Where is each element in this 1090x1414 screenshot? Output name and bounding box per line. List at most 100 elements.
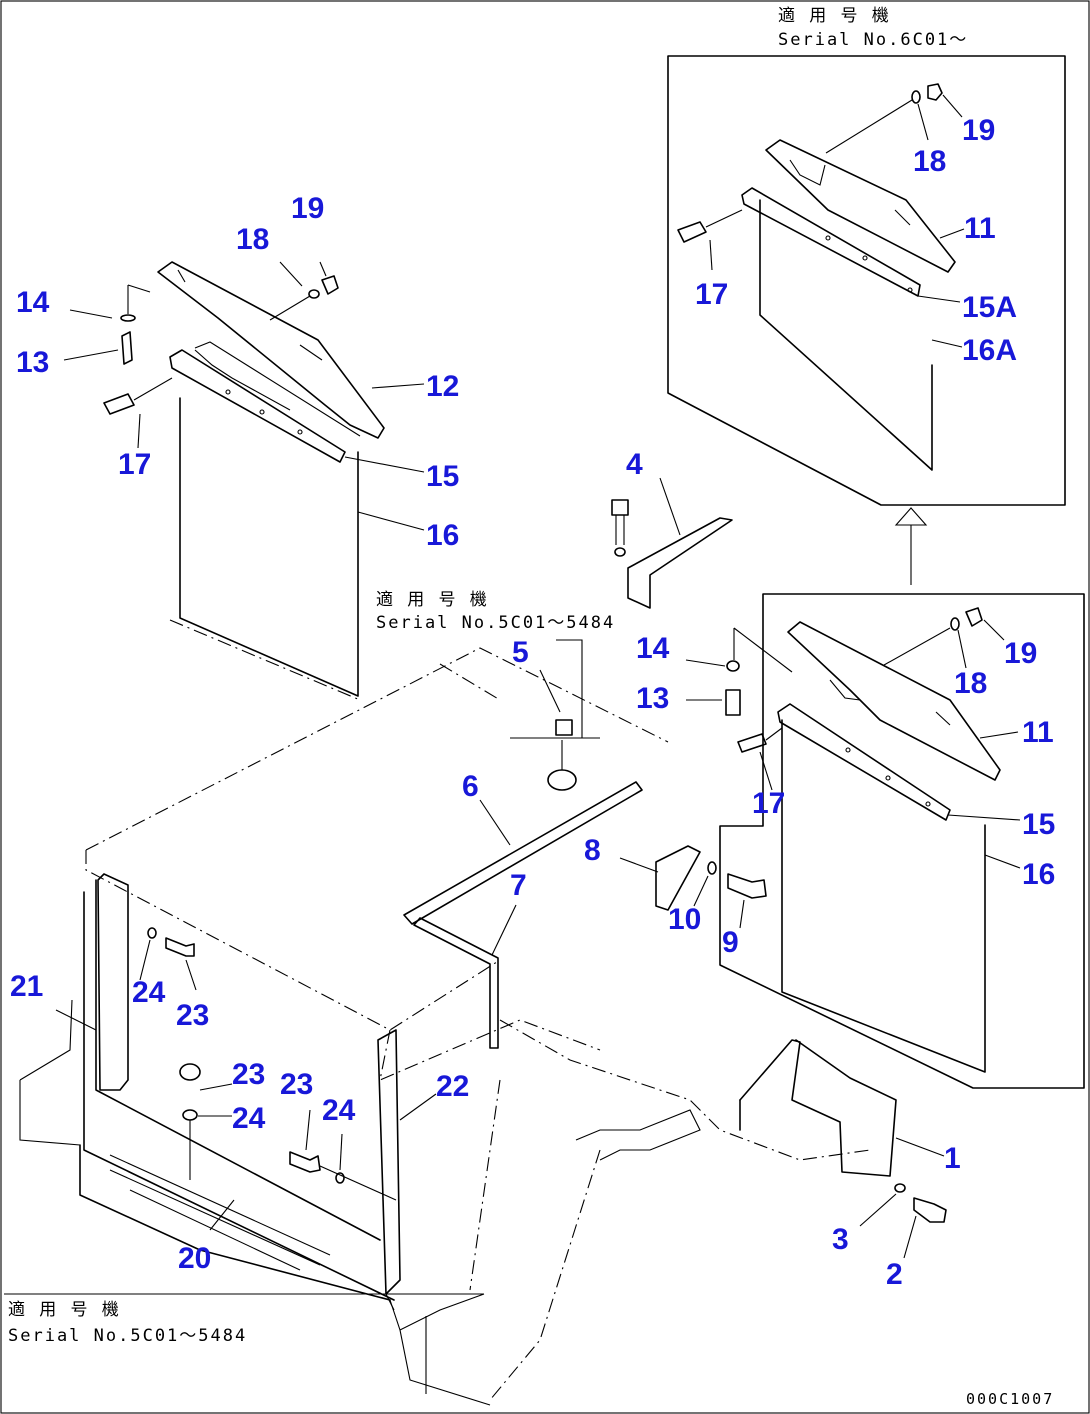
hood-outline-top [85, 647, 669, 851]
inset-border [667, 55, 1066, 506]
bushing-5 [555, 719, 573, 736]
inset-serial-6c01: 適 用 号 機 Serial No.6C01～ 19 18 11 17 15A … [667, 6, 1066, 506]
callout-23: 23 [232, 1058, 265, 1091]
washer-18 [308, 289, 320, 299]
callout-22: 22 [436, 1070, 469, 1103]
seal-7 [413, 917, 499, 1049]
callout-23: 23 [176, 999, 209, 1032]
bolt-17 [677, 221, 707, 243]
callout-18: 18 [236, 223, 269, 256]
clip-8 [655, 845, 701, 911]
callout-15a: 15A [962, 291, 1017, 324]
callout-11: 11 [1022, 716, 1054, 749]
side-seal-21 [97, 873, 129, 1091]
serial-note-bottom-left: 適 用 号 機 Serial No.5C01～5484 [4, 1293, 484, 1346]
bracket-12 [157, 261, 385, 439]
flap-16 [179, 397, 359, 697]
washer-18 [911, 90, 921, 104]
bolt-17 [737, 733, 767, 753]
callout-18: 18 [913, 145, 946, 178]
flap-16a [759, 199, 933, 471]
washer-24 [182, 1109, 198, 1121]
bolt-23 [289, 1151, 321, 1173]
center-parts: 適 用 号 機 Serial No.5C01～5484 4 14 13 5 6 … [376, 448, 793, 1049]
washer-3 [894, 1183, 906, 1193]
callout-20: 20 [178, 1242, 211, 1275]
bottom-plate-20 [79, 1144, 391, 1301]
callout-24: 24 [322, 1094, 356, 1127]
callout-13: 13 [636, 682, 669, 715]
flap-16 [781, 719, 986, 1073]
callout-10: 10 [668, 903, 701, 936]
bolt-13 [725, 689, 741, 716]
callout-14: 14 [636, 632, 670, 665]
upper-left-flap-assembly: 19 18 14 13 12 17 15 16 [16, 192, 459, 697]
callout-24: 24 [132, 976, 166, 1009]
serial-note-bottom-left-line1: 適 用 号 機 [8, 1300, 121, 1320]
callout-11: 11 [964, 212, 996, 245]
callout-16: 16 [1022, 858, 1055, 891]
callout-7: 7 [510, 869, 527, 902]
inset-middle-right: 19 18 11 17 15 16 [719, 593, 1085, 1089]
serial-note-bottom-left-line2: Serial No.5C01～5484 [8, 1326, 247, 1346]
callout-19: 19 [1004, 637, 1037, 670]
callout-16: 16 [426, 519, 459, 552]
serial-note-middle-line2: Serial No.5C01～5484 [376, 613, 615, 633]
callout-19: 19 [962, 114, 995, 147]
callout-14: 14 [16, 286, 50, 319]
callout-6: 6 [462, 770, 479, 803]
washer-14 [726, 660, 740, 672]
bracket-4 [627, 517, 733, 609]
bolt-9 [727, 873, 767, 899]
callout-1: 1 [944, 1142, 961, 1175]
bolt-17 [103, 393, 135, 415]
side-seal-22 [377, 1029, 401, 1295]
callout-9: 9 [722, 926, 739, 959]
arrow-head [894, 507, 928, 526]
callout-12: 12 [426, 370, 459, 403]
callout-3: 3 [832, 1223, 849, 1256]
callout-13: 13 [16, 346, 49, 379]
callout-21: 21 [10, 970, 43, 1003]
plate-15 [777, 703, 951, 821]
washer-24 [335, 1172, 345, 1184]
drawing-code: 000C1007 [966, 1390, 1054, 1408]
callout-17: 17 [752, 787, 785, 820]
cap-23 [179, 1063, 201, 1081]
callout-19: 19 [291, 192, 324, 225]
callout-2: 2 [886, 1258, 903, 1291]
bolt-2 [913, 1197, 947, 1223]
callout-24: 24 [232, 1102, 266, 1135]
callout-15: 15 [426, 460, 459, 493]
callout-8: 8 [584, 834, 601, 867]
callout-5: 5 [512, 636, 529, 669]
washer-14 [120, 314, 136, 322]
callout-17: 17 [118, 448, 151, 481]
bolt-23 [165, 937, 195, 957]
plate-15a [741, 187, 921, 297]
nut-19 [321, 275, 339, 295]
strip-6 [403, 781, 643, 925]
plate-15 [169, 349, 346, 463]
callout-23: 23 [280, 1068, 313, 1101]
bolt-4 [611, 499, 629, 516]
inset-border [719, 593, 1085, 1089]
washer-18 [950, 617, 960, 631]
serial-note-top-right-line1: 適 用 号 機 [778, 6, 891, 26]
radiator-hood-body: 1 3 2 21 24 23 23 24 23 24 22 20 [10, 619, 961, 1406]
washer-24 [147, 927, 157, 939]
nut-19 [965, 607, 983, 627]
washer-10 [707, 861, 717, 875]
bracket-1 [739, 1039, 897, 1177]
callout-18: 18 [954, 667, 987, 700]
serial-note-top-right-line2: Serial No.6C01～ [778, 30, 968, 50]
bracket-11 [787, 621, 1001, 781]
callout-16a: 16A [962, 334, 1017, 367]
bolt-13 [121, 331, 133, 365]
serial-note-middle-line1: 適 用 号 機 [376, 590, 489, 610]
callout-17: 17 [695, 278, 728, 311]
bracket-11 [765, 139, 956, 273]
nut-19 [927, 83, 943, 101]
